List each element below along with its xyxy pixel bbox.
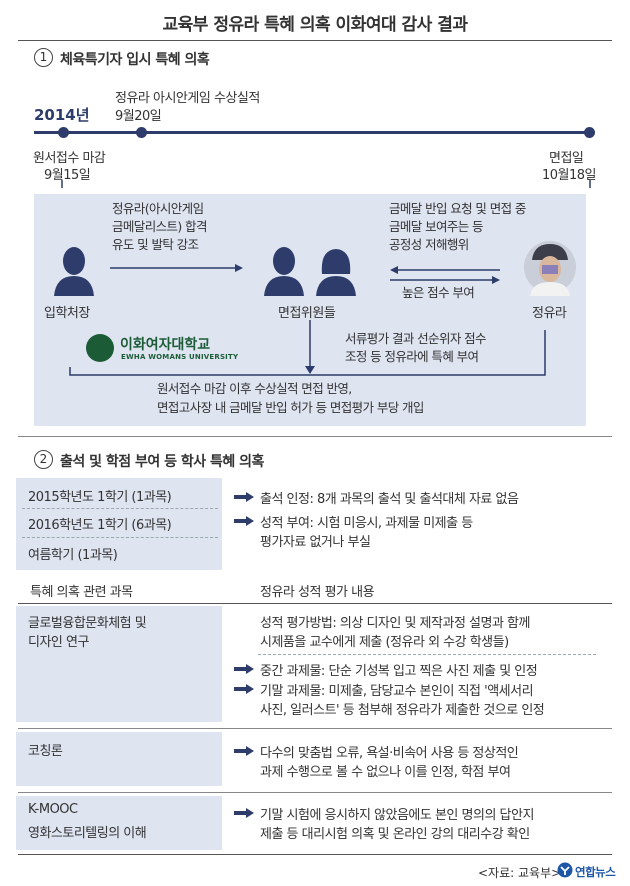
row-rule	[18, 728, 612, 729]
interviewers-label: 면접위원들	[278, 306, 336, 321]
event-interview-date: 10월18일	[542, 168, 597, 183]
connector-lines	[61, 180, 591, 376]
title-divider	[18, 40, 612, 41]
interviewer-female-icon	[316, 249, 356, 296]
term-2016: 2016학년도 1학기 (6과목)	[28, 518, 172, 533]
doc-note-1: 서류평가 결과 선순위자 점수	[345, 331, 487, 346]
arrow-bullet-icon	[234, 684, 254, 694]
course-name-1a: 글로벌융합문화체험 및	[28, 616, 147, 631]
course2-line-1: 다수의 맞춤법 오류, 욕설·비속어 사용 등 정상적인	[260, 746, 519, 761]
agency-name: 연합뉴스	[575, 865, 616, 879]
course1-divider	[258, 654, 596, 655]
course-panel	[16, 732, 222, 786]
section1-number: 1	[34, 48, 53, 67]
note-admissions-2: 금메달리스트) 합격	[112, 219, 207, 234]
event-award-label: 정유라 아시안게임 수상실적	[115, 91, 260, 106]
section1-heading: 체육특기자 입시 특혜 의혹	[60, 52, 210, 68]
doc-note-2: 조정 등 정유라에 특혜 부여	[345, 349, 479, 364]
finding-grading: 성적 부여: 시험 미응시, 과제물 미제출 등	[260, 516, 473, 531]
row-rule	[18, 792, 612, 793]
timeline-dot-interview	[584, 127, 595, 138]
arrow-bullet-icon	[234, 492, 254, 502]
course1-final-2: 사진, 일러스트' 등 첨부해 정유라가 제출한 것으로 인정	[260, 703, 545, 718]
timeline-year: 2014년	[34, 106, 90, 124]
event-award-date: 9월20일	[115, 109, 162, 124]
course-name-3b: 영화스토리텔링의 이해	[28, 826, 147, 841]
arrow-bullet-icon	[234, 808, 254, 818]
ewha-emblem-icon	[86, 334, 114, 362]
finding-attendance: 출석 인정: 8개 과목의 출석 및 출석대체 자료 없음	[260, 492, 519, 507]
event-apply-date: 9월15일	[44, 168, 91, 183]
course1-intro-1: 성적 평가방법: 의상 디자인 및 제작과정 설명과 함께	[260, 616, 530, 631]
bottom-note-2: 면접고사장 내 금메달 반입 허가 등 면접평가 부당 개입	[157, 400, 424, 415]
yonhap-logo-icon	[557, 862, 573, 878]
col-header-evaluation: 정유라 성적 평가 내용	[260, 585, 375, 600]
course3-line-1: 기말 시험에 응시하지 않았음에도 본인 명의의 답안지	[260, 808, 534, 823]
page-title: 교육부 정유라 특혜 의혹 이화여대 감사 결과	[162, 15, 468, 35]
logo-text-en: EWHA WOMANS UNIVERSITY	[121, 353, 239, 361]
admissions-head-label: 입학처장	[44, 306, 90, 321]
admissions-head-icon	[54, 247, 94, 296]
finding-grading-2: 평가자료 없거나 부실	[260, 535, 371, 550]
course1-midterm: 중간 과제물: 단순 기성복 입고 찍은 사진 제출 및 인정	[260, 664, 538, 679]
note-jung-2: 금메달 보여주는 등	[389, 219, 484, 234]
bottom-note-1: 원서접수 마감 이후 수상실적 면접 반영,	[157, 381, 352, 396]
arrow-bullet-icon	[234, 746, 254, 756]
term-divider	[22, 537, 218, 538]
source-credit: <자료: 교육부>	[478, 866, 562, 880]
section2-number: 2	[34, 450, 53, 469]
event-apply-label: 원서접수 마감	[33, 151, 106, 166]
logo-text-kr: 이화여자대학교	[120, 337, 211, 353]
terms-panel	[16, 478, 222, 570]
interviewer-icon	[264, 247, 304, 296]
section-divider	[18, 436, 612, 437]
course-name-1b: 디자인 연구	[28, 635, 89, 650]
note-admissions-3: 유도 및 발탁 강조	[112, 237, 199, 252]
arrow-bullet-icon	[234, 516, 254, 526]
jung-label: 정유라	[532, 306, 567, 321]
jung-photo-icon	[524, 241, 576, 296]
col-header-course: 특혜 의혹 관련 과목	[30, 585, 133, 600]
note-jung-1: 금메달 반입 요청 및 면접 중	[389, 201, 526, 216]
influence-arrows	[110, 264, 500, 284]
course-panel	[16, 796, 222, 850]
arrow-bullet-icon	[234, 664, 254, 674]
timeline-bar	[34, 131, 590, 134]
note-jung-3: 공정성 저해행위	[389, 237, 469, 252]
course1-final-1: 기말 과제물: 미제출, 담당교수 본인이 직접 '액세서리	[260, 684, 534, 699]
table-header-rule	[18, 603, 612, 604]
event-interview-label: 면접일	[549, 151, 584, 166]
course1-intro-2: 시제품을 교수에게 제출 (정유라 외 수강 학생들)	[260, 635, 509, 650]
term-divider	[22, 508, 218, 509]
bottom-rule	[18, 854, 612, 855]
note-admissions-1: 정유라(아시안게임	[112, 201, 204, 216]
course2-line-2: 과제 수행으로 볼 수 없으나 이를 인정, 학점 부여	[260, 765, 511, 780]
term-2015: 2015학년도 1학기 (1과목)	[28, 490, 172, 505]
high-score-label: 높은 점수 부여	[402, 285, 475, 300]
course-name-3a: K-MOOC	[28, 802, 78, 817]
term-summer: 여름학기 (1과목)	[28, 548, 118, 563]
course3-line-2: 제출 등 대리시험 의혹 및 온라인 강의 대리수강 확인	[260, 827, 530, 842]
timeline-dot-apply	[58, 127, 69, 138]
section2-heading: 출석 및 학점 부여 등 학사 특혜 의혹	[60, 454, 264, 470]
section1-panel	[34, 194, 586, 426]
course-name-2: 코칭론	[28, 744, 63, 759]
timeline-dot-award	[136, 127, 147, 138]
course-panel	[16, 606, 222, 722]
